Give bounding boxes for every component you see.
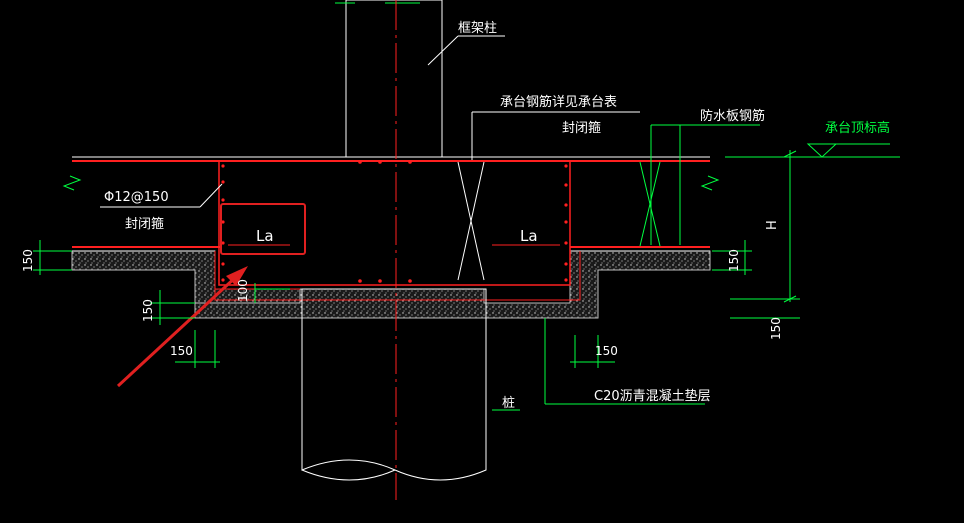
pile-cap-stirrup: [218, 160, 571, 286]
la-highlight-box[interactable]: [220, 203, 306, 255]
label-la-left[interactable]: La: [256, 227, 274, 245]
cap-bottom-outline: [214, 251, 581, 301]
dim-label-150-right-top: 150: [727, 249, 741, 272]
rebar-dots: [221, 160, 568, 283]
cap-cross-brace: [457, 161, 485, 281]
dim-label-150-right-bottom: 150: [595, 344, 618, 358]
dim-label-150-left-bottom: 150: [170, 344, 193, 358]
waterproof-cross: [639, 161, 661, 247]
break-mark-left: [62, 175, 82, 191]
annotation-arrow-head: [226, 266, 248, 286]
label-closed-stirrup-left: 封闭箍: [125, 216, 164, 232]
label-cap-top-elevation: 承台顶标高: [825, 120, 890, 136]
frame-column: [345, 0, 443, 158]
dim-label-100: 100: [236, 279, 250, 302]
dim-h-tick-top: [783, 150, 797, 158]
break-mark-right: [700, 175, 720, 191]
label-height-h: H: [765, 220, 780, 230]
label-frame-column: 框架柱: [458, 21, 497, 36]
leader-frame-column: [427, 35, 459, 66]
label-closed-stirrup-top: 封闭箍: [562, 120, 601, 136]
pile-body: [301, 288, 487, 481]
label-cap-rebar-note: 承台钢筋详见承台表: [500, 94, 617, 110]
label-stirrup-spec: Φ12@150: [104, 190, 169, 205]
leader-stirrup-diag: [199, 183, 223, 208]
label-waterproof-rebar: 防水板钢筋: [700, 108, 765, 124]
pile-cut: [301, 469, 396, 481]
label-la-right: La: [520, 227, 538, 245]
label-pile: 桩: [502, 396, 515, 411]
label-cushion-note: C20沥青混凝土垫层: [594, 388, 711, 404]
elevation-marker-triangle: [806, 143, 838, 158]
dim-label-150-left-mid: 150: [141, 299, 155, 322]
dim-label-150-left-top: 150: [21, 249, 35, 272]
dim-label-150-right-vertical: 150: [769, 317, 783, 340]
annotation-arrow-shaft: [116, 273, 240, 388]
